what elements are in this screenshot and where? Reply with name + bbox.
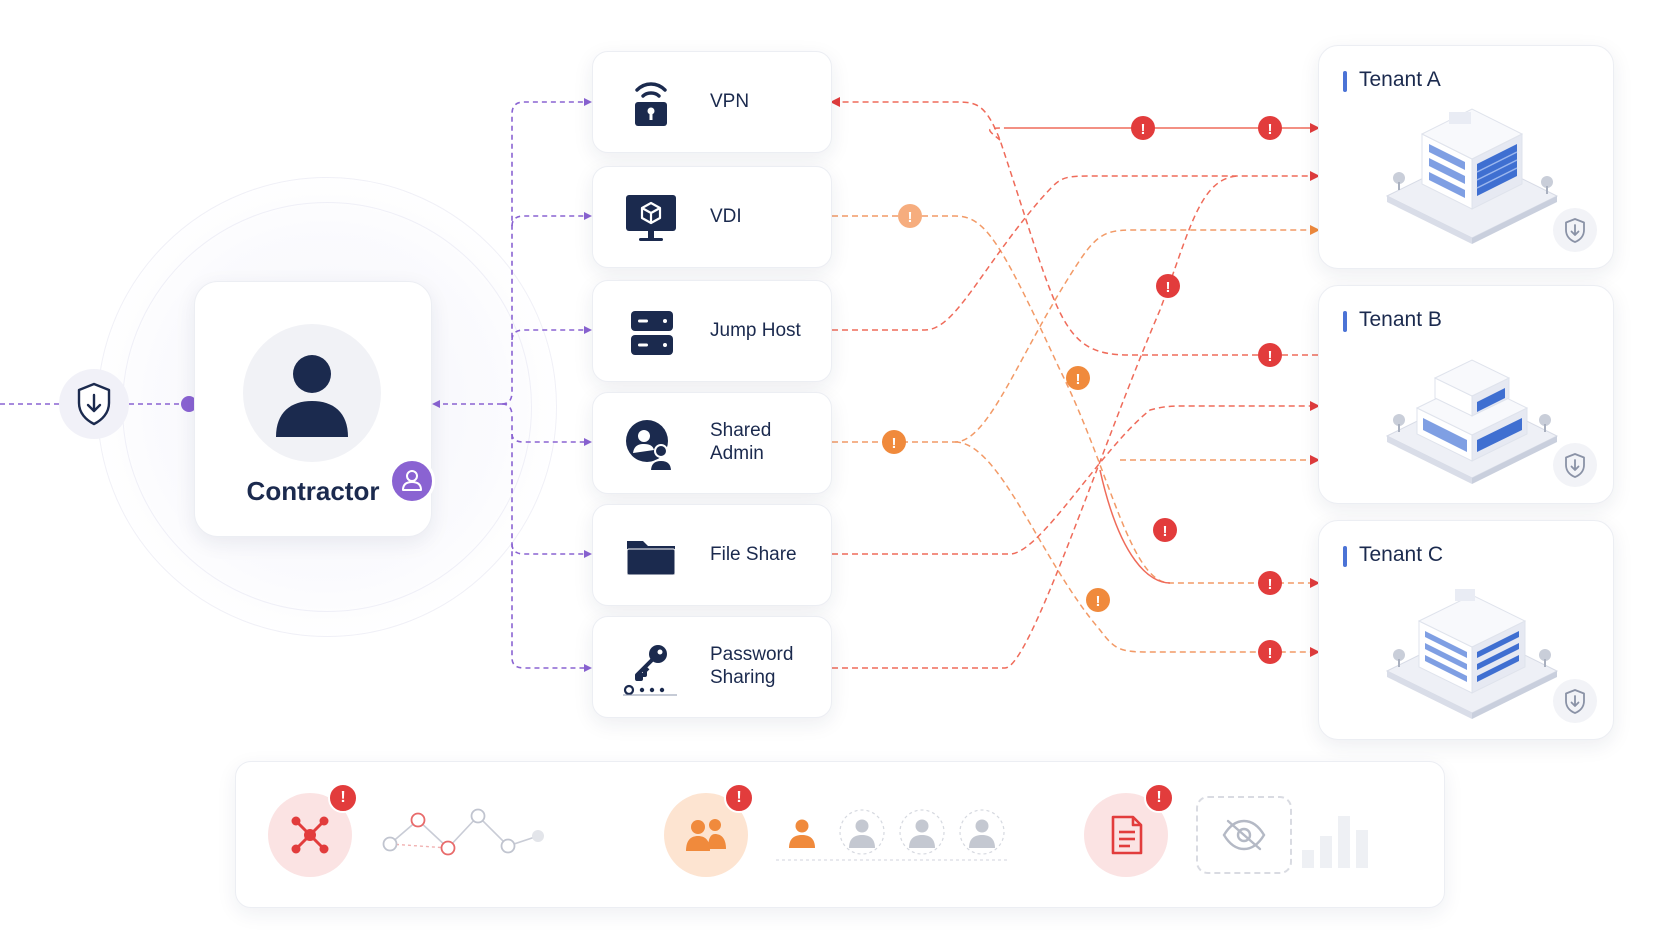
svg-text:!: !	[908, 209, 913, 226]
alert-badge-red: !	[1131, 116, 1155, 140]
method-label-vpn: VPN	[710, 90, 750, 112]
shield-bubble	[59, 369, 129, 439]
svg-text:!: !	[1141, 121, 1146, 138]
method-card-vdi[interactable]: VDI	[592, 166, 832, 268]
tenant-accent-bar	[1343, 71, 1347, 92]
alert-badge-red: !	[1258, 116, 1282, 140]
folder-icon	[626, 541, 676, 576]
method-label-vdi: VDI	[710, 205, 742, 227]
risk-summary-panel: ! !	[235, 761, 1445, 908]
wifi-lock-icon	[635, 82, 667, 126]
alert-badge-red: !	[1156, 274, 1180, 298]
svg-text:!: !	[1268, 645, 1273, 662]
tenant-accent-bar	[1343, 546, 1347, 567]
user-outline-icon	[402, 470, 422, 491]
monitor-cube-icon	[626, 195, 676, 241]
tenant-card-c[interactable]: Tenant C	[1318, 520, 1614, 740]
tenant-shield-badge	[1553, 443, 1597, 487]
svg-text:!: !	[1268, 348, 1273, 365]
alert-badge-red: !	[1258, 640, 1282, 664]
svg-text:!: !	[1076, 371, 1081, 388]
alert-badge-orange: !	[1086, 588, 1110, 612]
alert-badges: ! ! ! ! ! ! ! ! ! ! !	[882, 116, 1282, 664]
method-label-file-share: File Share	[710, 543, 797, 565]
identity-users-graphic	[776, 809, 1010, 861]
alert-badge-red: !	[1153, 518, 1177, 542]
tenant-accent-bar	[1343, 311, 1347, 332]
method-label-jump-host: Jump Host	[710, 319, 801, 341]
tenant-links	[830, 97, 1320, 669]
user-group-icon	[686, 819, 726, 851]
node-path-graphic	[382, 808, 544, 856]
shield-icon	[1565, 689, 1585, 714]
user-icon	[276, 355, 348, 437]
svg-text:!: !	[1163, 523, 1168, 540]
tenant-label-a: Tenant A	[1359, 68, 1441, 91]
shield-icon	[1565, 453, 1585, 478]
alert-badge-red: !	[328, 783, 358, 813]
alert-badge-red: !	[724, 783, 754, 813]
tenant-shield-badge	[1553, 208, 1597, 252]
alert-badge-red: !	[1258, 571, 1282, 595]
user-gray-icon	[959, 809, 1005, 855]
visibility-box	[1196, 796, 1292, 874]
bar-graphic-faded	[1302, 816, 1368, 868]
shield-to-contractor-line	[0, 396, 197, 412]
alert-badge-red: !	[1258, 343, 1282, 367]
alert-badge-orange: !	[898, 204, 922, 228]
user-gray-icon	[899, 809, 945, 855]
contractor-badge	[389, 458, 435, 504]
method-card-password-sharing[interactable]: Password Sharing	[592, 616, 832, 718]
network-nodes-icon	[291, 816, 329, 854]
user-orange-icon	[789, 819, 815, 848]
svg-text:!: !	[1096, 593, 1101, 610]
tenant-shield-badge	[1553, 679, 1597, 723]
building-icon	[1385, 359, 1559, 484]
alert-badge-red: !	[1144, 783, 1174, 813]
building-icon	[1385, 108, 1559, 244]
method-label-shared-admin: Shared Admin	[710, 420, 772, 464]
user-gray-icon	[839, 809, 885, 855]
building-icon	[1385, 589, 1559, 719]
method-card-file-share[interactable]: File Share	[592, 504, 832, 606]
svg-text:!: !	[1268, 121, 1273, 138]
alert-badge-orange: !	[882, 430, 906, 454]
key-icon	[623, 645, 677, 696]
document-icon	[1111, 815, 1143, 855]
shared-users-icon	[626, 420, 674, 472]
tenant-card-b[interactable]: Tenant B	[1318, 285, 1614, 504]
eye-off-icon	[1222, 819, 1266, 851]
method-card-jump-host[interactable]: Jump Host	[592, 280, 832, 382]
method-card-vpn[interactable]: VPN	[592, 51, 832, 153]
contractor-card[interactable]: Contractor	[194, 281, 435, 537]
method-label-password-sharing: Password Sharing	[710, 644, 794, 688]
contractor-fanout-lines	[432, 98, 592, 672]
tenant-label-c: Tenant C	[1359, 543, 1444, 566]
alert-badge-orange: !	[1066, 366, 1090, 390]
contractor-label: Contractor	[246, 476, 380, 506]
shield-icon	[1565, 218, 1585, 243]
tenant-card-a[interactable]: Tenant A	[1318, 45, 1614, 269]
svg-text:!: !	[1166, 279, 1171, 296]
svg-text:!: !	[892, 435, 897, 452]
svg-text:!: !	[1268, 576, 1273, 593]
method-card-shared-admin[interactable]: Shared Admin	[592, 392, 832, 494]
tenant-label-b: Tenant B	[1359, 308, 1442, 331]
shield-icon	[77, 382, 111, 426]
contractor-avatar	[243, 324, 435, 504]
server-icon	[631, 311, 673, 355]
